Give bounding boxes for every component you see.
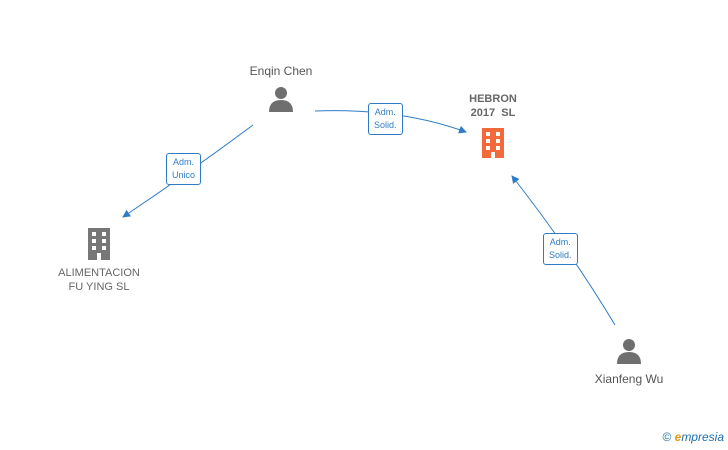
brand-name: mpresia: [681, 430, 724, 444]
person-name: Xianfeng Wu: [594, 372, 664, 386]
company-name-line1: ALIMENTACION: [58, 267, 140, 279]
brand-initial: e: [674, 430, 682, 444]
edge-label-line2: Solid.: [374, 120, 397, 130]
node-hebron-2017-sl[interactable]: HEBRON 2017 SL: [448, 92, 538, 158]
node-enqin-chen[interactable]: Enqin Chen: [236, 64, 326, 114]
person-icon: [617, 339, 641, 364]
edge-label-xianfeng-hebron[interactable]: Adm. Solid.: [543, 233, 578, 265]
person-icon: [269, 87, 293, 112]
node-xianfeng-wu[interactable]: Xianfeng Wu: [584, 336, 674, 386]
edge-label-line1: Adm.: [549, 237, 571, 247]
building-icon: [88, 228, 110, 260]
company-name-line2: 2017 SL: [470, 107, 516, 119]
edge-label-line2: Unico: [172, 170, 196, 180]
edge-label-line1: Adm.: [173, 157, 195, 167]
empresia-logo: © empresia: [662, 430, 724, 444]
copyright-symbol: ©: [662, 430, 672, 444]
edge-label-line2: Solid.: [549, 250, 572, 260]
building-icon: [482, 128, 504, 158]
edge-label-enqin-hebron[interactable]: Adm. Solid.: [368, 103, 403, 135]
company-name-line2: FU YING SL: [68, 281, 130, 293]
edge-label-enqin-alimentacion[interactable]: Adm. Unico: [166, 153, 202, 185]
edge-label-line1: Adm.: [374, 107, 396, 117]
company-name-line1: HEBRON: [469, 93, 517, 105]
person-name: Enqin Chen: [249, 64, 313, 78]
node-alimentacion-fu-ying-sl[interactable]: ALIMENTACION FU YING SL: [46, 226, 152, 294]
